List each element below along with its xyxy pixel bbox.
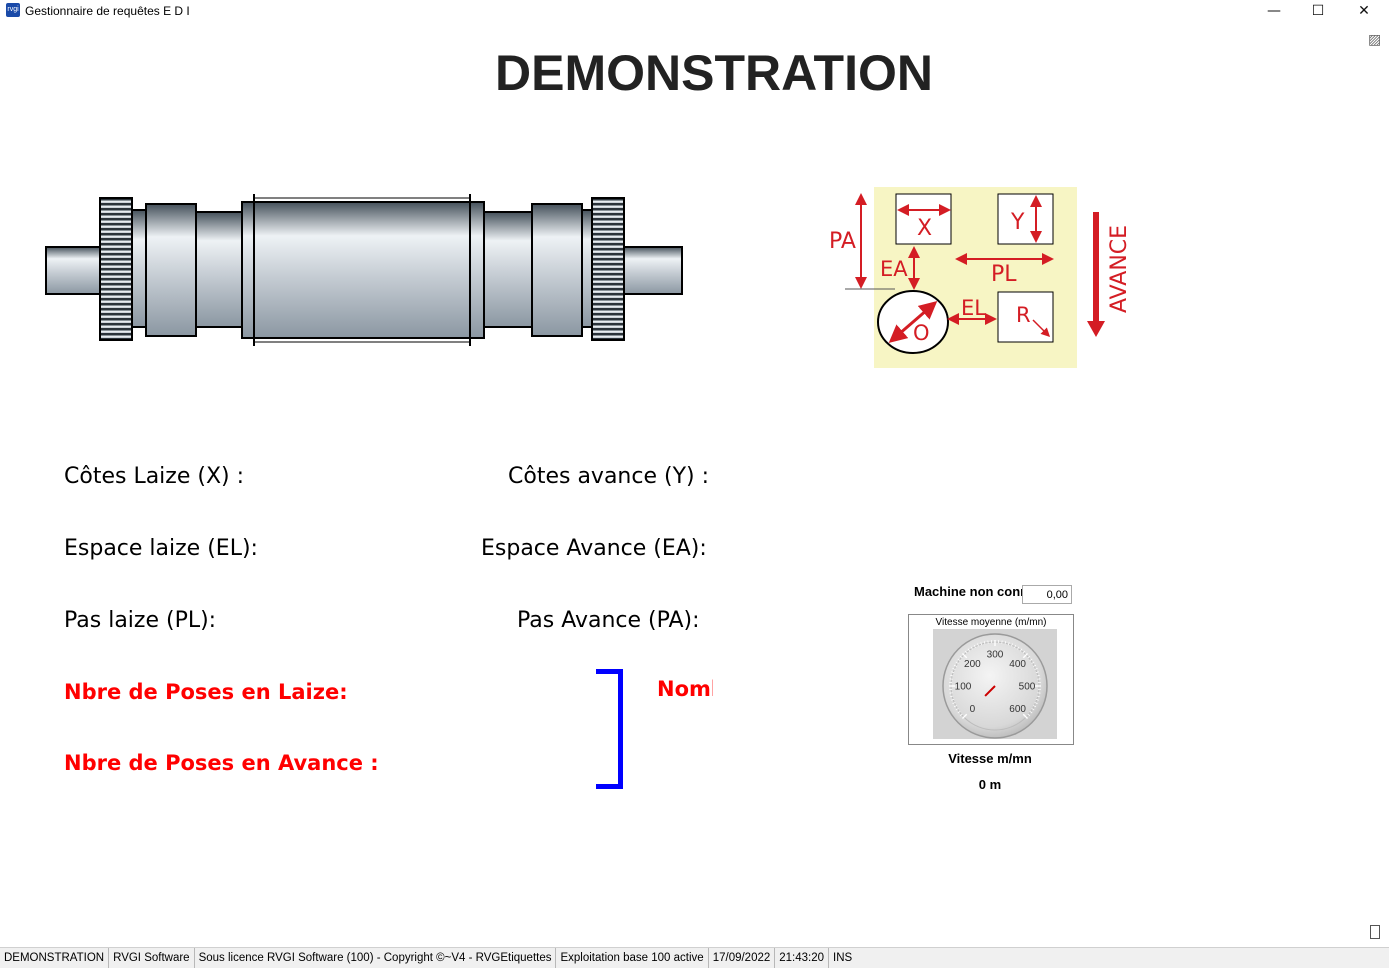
diagram-avance-label: AVANCE — [1107, 225, 1132, 313]
gauge-tick-label: 400 — [1009, 659, 1026, 670]
status-insert-mode: INS — [829, 948, 856, 968]
status-bar: DEMONSTRATION RVGI Software Sous licence… — [0, 947, 1389, 968]
diagram-pl-label: PL — [991, 262, 1017, 287]
machine-status-label: Machine non connectée — [914, 584, 1022, 599]
gauge-tick-label: 500 — [1019, 682, 1036, 693]
page-title: DEMONSTRATION — [0, 44, 1389, 102]
gauge-tick-label: 600 — [1009, 704, 1026, 715]
diagram-r-label: R — [1016, 303, 1031, 327]
espace-laize-label: Espace laize (EL): — [64, 536, 258, 561]
status-database: Exploitation base 100 active — [556, 948, 708, 968]
gauge-tick-label: 200 — [964, 659, 981, 670]
poses-avance-label: Nbre de Poses en Avance : — [64, 751, 379, 775]
speed-gauge-panel: Vitesse moyenne (m/mn) 0 100 200 300 400 500 6… — [908, 614, 1074, 745]
minimize-button[interactable]: — — [1251, 0, 1297, 22]
distance-value: 0 m — [908, 777, 1072, 792]
window-titlebar: rvgi Gestionnaire de requêtes E D I — ☐ … — [0, 0, 1389, 22]
gauge-title: Vitesse moyenne (m/mn) — [909, 617, 1073, 628]
diagram-ea-label: EA — [880, 257, 908, 281]
vitesse-label: Vitesse m/mn — [908, 751, 1072, 766]
status-license: Sous licence RVGI Software (100) - Copyr… — [195, 948, 557, 968]
gauge-tick-label: 0 — [970, 704, 976, 715]
cotes-avance-label: Côtes avance (Y) : — [508, 464, 709, 489]
pas-laize-label: Pas laize (PL): — [64, 608, 216, 633]
espace-avance-label: Espace Avance (EA): — [481, 536, 707, 561]
status-date: 17/09/2022 — [709, 948, 776, 968]
label-layout-diagram: PA X Y EA PL EL R O AVANCE — [825, 185, 1135, 370]
diagram-pa-label: PA — [829, 229, 856, 254]
status-vendor: RVGI Software — [109, 948, 195, 968]
speed-gauge: 0 100 200 300 400 500 600 — [933, 629, 1057, 739]
maximize-button[interactable]: ☐ — [1295, 0, 1341, 22]
nombre-label: Nombre — [657, 677, 713, 701]
diagram-y-label: Y — [1010, 210, 1025, 235]
diagram-el-label: EL — [961, 296, 986, 320]
pas-avance-label: Pas Avance (PA): — [517, 608, 700, 633]
cylinder-illustration — [40, 190, 690, 350]
status-time: 21:43:20 — [775, 948, 829, 968]
window-title: Gestionnaire de requêtes E D I — [25, 4, 190, 18]
status-app-name: DEMONSTRATION — [0, 948, 109, 968]
gauge-tick-label: 300 — [987, 650, 1004, 661]
scroll-indicator-icon[interactable] — [1370, 925, 1380, 939]
machine-value-field[interactable]: 0,00 — [1022, 585, 1072, 604]
cotes-laize-label: Côtes Laize (X) : — [64, 464, 244, 489]
close-button[interactable]: ✕ — [1341, 0, 1387, 22]
diagram-o-label: O — [913, 321, 930, 345]
app-icon: rvgi — [6, 3, 20, 17]
poses-laize-label: Nbre de Poses en Laize: — [64, 680, 348, 704]
nombre-label-clip: Nombre — [657, 677, 713, 705]
poses-bracket — [596, 669, 623, 789]
gauge-tick-label: 100 — [955, 682, 972, 693]
diagram-x-label: X — [917, 216, 932, 241]
